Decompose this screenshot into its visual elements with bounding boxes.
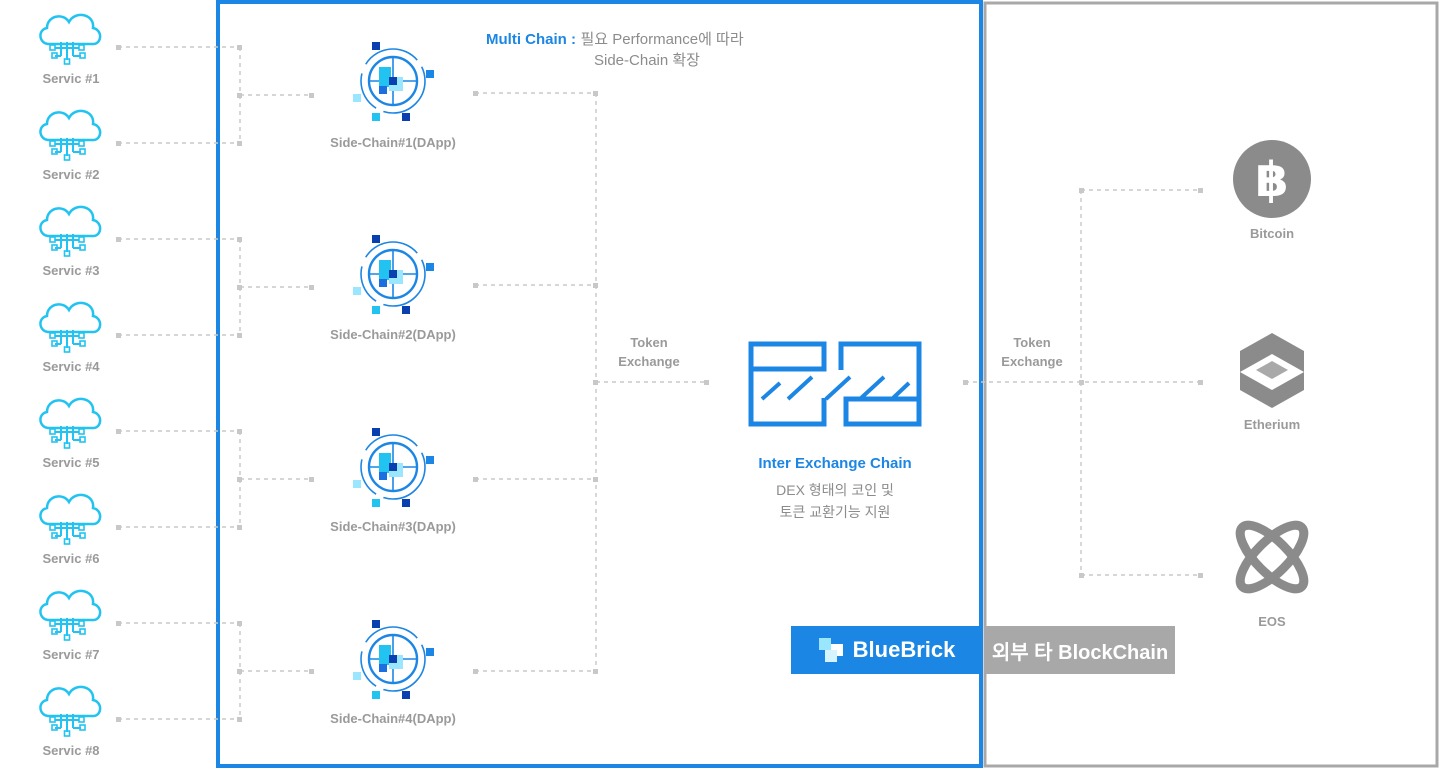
token-exchange-right-line2: Exchange [1001,354,1063,369]
bluebrick-badge: BlueBrick [791,626,981,674]
token-exchange-left: Token Exchange [604,333,694,371]
external-chain-label: EOS [1258,614,1286,629]
cloud-icon [39,397,102,450]
sidechain-icon [351,233,436,316]
eos-icon [1235,520,1309,594]
service-connector-dots [116,45,314,722]
service-label: Servic #2 [42,167,100,182]
multi-chain-panel [216,0,983,768]
inter-exchange-desc: DEX 형태의 코인 및 토큰 교환기능 지원 [715,479,955,523]
service-label: Servic #6 [42,551,100,566]
external-connector-dots [963,188,1203,578]
sidechain-icon [351,40,436,123]
inter-exchange-line2: 토큰 교환기능 지원 [779,504,891,520]
service-label: Servic #8 [42,743,100,758]
cloud-icon [39,685,102,738]
external-chain-label: Bitcoin [1249,226,1295,241]
cloud-icon [39,109,102,162]
external-chain-panel [983,1,1439,768]
multi-chain-line2: Side-Chain 확장 [594,52,700,69]
token-exchange-right-line1: Token [1013,335,1051,350]
bluebrick-badge-label: BlueBrick [852,637,956,662]
sidechain-connector-dots [473,91,709,674]
external-blockchain-badge: 외부 타 BlockChain [985,626,1175,674]
sidechain-icon [351,426,436,509]
sidechain-icon [351,618,436,701]
service-icons [39,13,102,738]
chain-link-icon [748,341,922,427]
sidechain-label: Side-Chain#4(DApp) [330,711,456,726]
sidechain-label: Side-Chain#2(DApp) [330,327,456,342]
service-connectors [118,46,312,720]
inter-exchange-line1: DEX 형태의 코인 및 [776,482,894,498]
service-label: Servic #4 [42,359,100,374]
external-blockchain-badge-label: 외부 타 BlockChain [991,641,1169,664]
cloud-icon [39,205,102,258]
token-exchange-left-line2: Exchange [618,354,680,369]
cloud-icon [39,301,102,354]
inter-exchange-title: Inter Exchange Chain [758,455,912,472]
bitcoin-icon: ฿ [1233,140,1311,218]
sidechain-connectors [475,92,706,672]
service-label: Servic #7 [42,647,100,662]
service-label: Servic #5 [42,455,100,470]
bluebrick-logo-icon [818,638,843,662]
service-label: Servic #3 [42,263,100,278]
svg-text:฿: ฿ [1255,152,1288,208]
multi-chain-note: Multi Chain : 필요 Performance에 따라 [486,29,744,50]
multi-chain-title: Multi Chain : [486,31,576,48]
sidechain-label: Side-Chain#3(DApp) [330,519,456,534]
external-chain-label: Etherium [1243,417,1301,432]
token-exchange-left-line1: Token [630,335,668,350]
ethereum-icon [1240,333,1304,408]
cloud-icon [39,493,102,546]
token-exchange-right: Token Exchange [987,333,1077,371]
service-label: Servic #1 [42,71,100,86]
multi-chain-line1: 필요 Performance에 따라 [580,31,744,48]
cloud-icon [39,589,102,642]
sidechain-label: Side-Chain#1(DApp) [330,135,456,150]
cloud-icon [39,13,102,66]
